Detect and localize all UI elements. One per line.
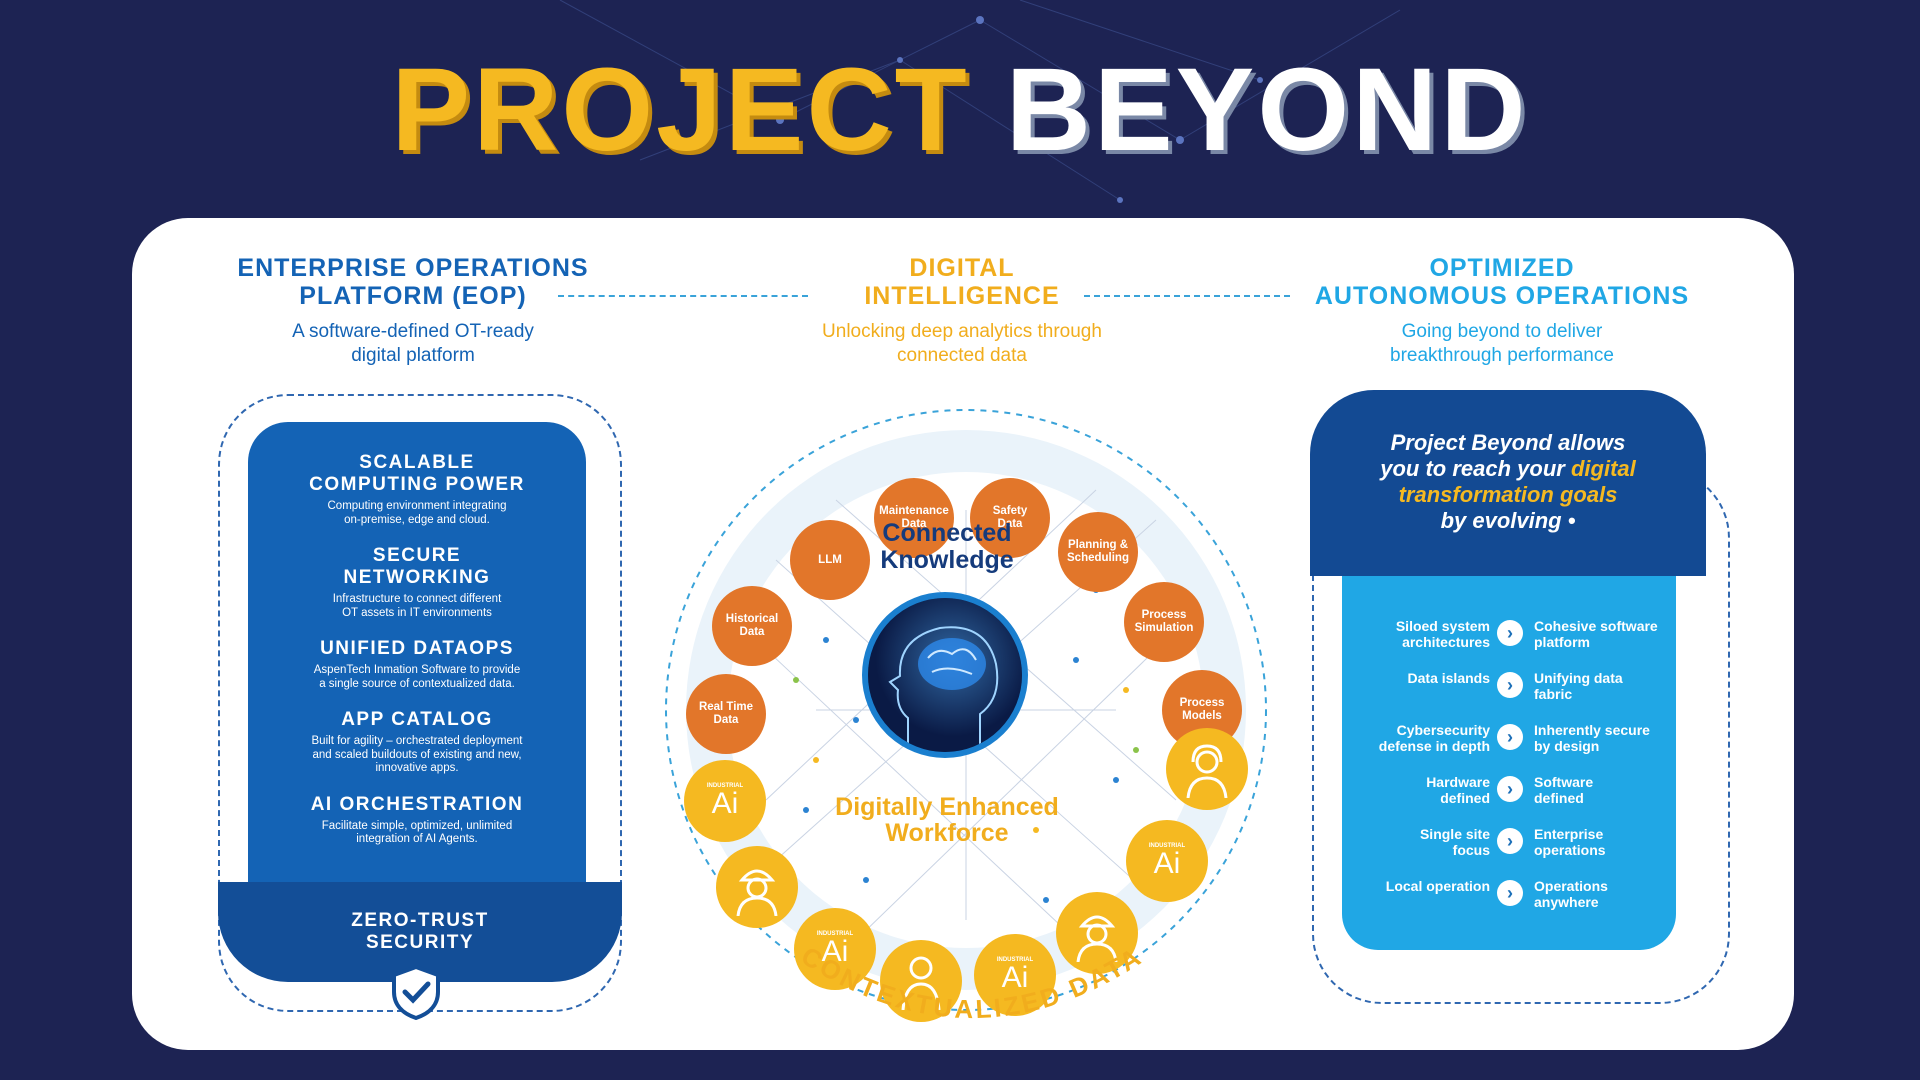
worker-hardhat-icon-2 [1056, 892, 1138, 974]
connector-line-left [558, 295, 808, 297]
contextualized-data-arc-label: CONTEXTUALIZED DATA [796, 940, 1148, 1024]
eop-heading-line2: PLATFORM (EOP) [299, 282, 527, 310]
eop-subtitle-line1: A software-defined OT-ready [292, 321, 534, 342]
title-project: PROJECT [391, 44, 970, 176]
chevron-right-icon: › [1497, 880, 1523, 906]
title-beyond: BEYOND [1005, 44, 1529, 176]
node-industrial-ai-2: INDUSTRIAL Ai [794, 908, 876, 990]
eop-section-ai-orchestration: AI ORCHESTRATION Facilitate simple, opti… [310, 793, 524, 846]
shield-check-icon [392, 964, 440, 1020]
opt-heading-line2: AUTONOMOUS OPERATIONS [1314, 282, 1690, 310]
di-subtitle-line1: Unlocking deep analytics through [822, 321, 1102, 342]
worker-person-icon [880, 940, 962, 1022]
worker-headset-icon [1166, 728, 1248, 810]
node-industrial-ai-4: INDUSTRIAL Ai [1126, 820, 1208, 902]
svg-text:CONTEXTUALIZED DATA: CONTEXTUALIZED DATA [796, 940, 1148, 1024]
opt-subtitle-line1: Going beyond to deliver [1401, 321, 1603, 342]
optimized-heading: OPTIMIZED AUTONOMOUS OPERATIONS Going be… [1302, 254, 1702, 368]
di-heading-line2: INTELLIGENCE [864, 282, 1060, 310]
eop-section-dataops: UNIFIED DATAOPS AspenTech Inmation Softw… [313, 638, 521, 690]
opt-subtitle-line2: breakthrough performance [1390, 345, 1614, 366]
digital-intelligence-heading: DIGITAL INTELLIGENCE Unlocking deep anal… [772, 254, 1152, 368]
eop-section-networking: SECURE NETWORKING Infrastructure to conn… [332, 545, 502, 619]
opt-heading-line1: OPTIMIZED [1429, 254, 1575, 282]
di-subtitle-line2: connected data [897, 345, 1027, 366]
brain-head-icon [862, 592, 1028, 758]
eop-subtitle-line2: digital platform [351, 345, 475, 366]
eop-section-app-catalog: APP CATALOG Built for agility – orchestr… [311, 709, 523, 774]
zero-trust-security: ZERO-TRUST SECURITY [218, 882, 622, 982]
chevron-right-icon: › [1497, 672, 1523, 698]
main-panel: ENTERPRISE OPERATIONS PLATFORM (EOP) A s… [132, 218, 1794, 1050]
chevron-right-icon: › [1497, 724, 1523, 750]
worker-hardhat-icon [716, 846, 798, 928]
chevron-right-icon: › [1497, 828, 1523, 854]
digitally-enhanced-workforce-label: Digitally Enhanced Workforce [835, 793, 1059, 847]
node-planning-scheduling: Planning &Scheduling [1058, 512, 1138, 592]
di-heading-line1: DIGITAL [909, 254, 1015, 282]
connected-knowledge-label: Connected Knowledge [880, 519, 1014, 574]
project-beyond-intro: Project Beyond allows you to reach your … [1310, 390, 1706, 576]
node-llm: LLM [790, 520, 870, 600]
connector-line-right [1084, 295, 1290, 297]
node-industrial-ai-3: INDUSTRIAL Ai [974, 934, 1056, 1016]
eop-heading: ENTERPRISE OPERATIONS PLATFORM (EOP) A s… [220, 254, 606, 368]
network-background [559, 0, 1401, 203]
node-industrial-ai-1: INDUSTRIAL Ai [684, 760, 766, 842]
eop-section-computing: SCALABLE COMPUTING POWER Computing envir… [309, 452, 525, 526]
eop-card: SCALABLE COMPUTING POWER Computing envir… [248, 422, 586, 902]
eop-heading-line1: ENTERPRISE OPERATIONS [237, 254, 589, 282]
chevron-right-icon: › [1497, 620, 1523, 646]
chevron-right-icon: › [1497, 776, 1523, 802]
